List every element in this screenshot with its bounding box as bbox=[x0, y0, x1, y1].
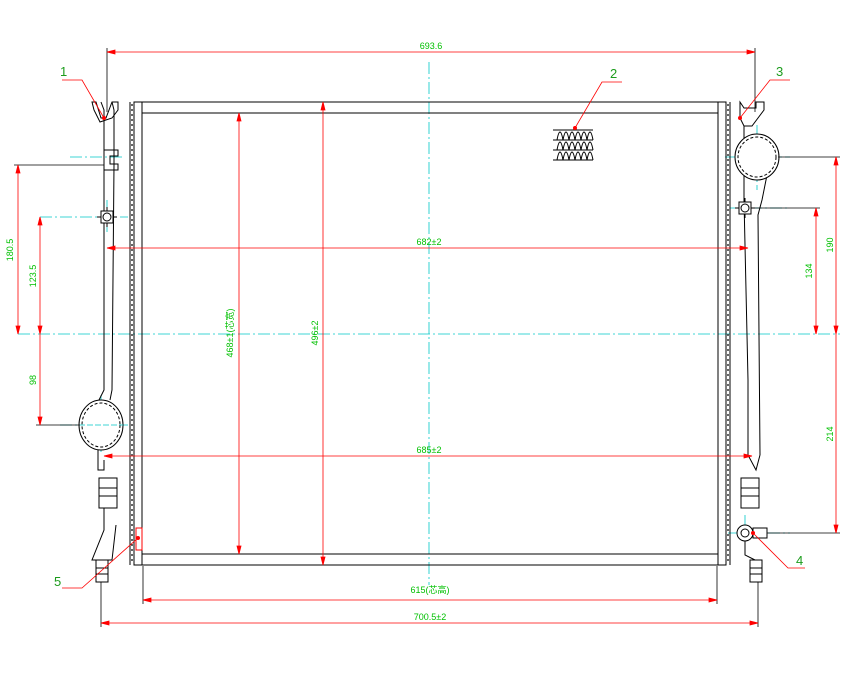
dim-right-mount-offset: 134 bbox=[804, 263, 814, 278]
dim-top-overall: 693.6 bbox=[420, 41, 443, 51]
leader-3 bbox=[739, 79, 790, 119]
centerlines bbox=[18, 62, 840, 585]
dim-left-bottom-offset: 98 bbox=[28, 375, 38, 385]
right-hose-nozzle bbox=[734, 133, 780, 181]
radiator-body bbox=[129, 101, 731, 566]
dim-left-mount-offset: 123.5 bbox=[28, 265, 38, 288]
callout-3: 3 bbox=[776, 64, 783, 79]
core-outer-frame bbox=[133, 101, 727, 566]
dim-core-height: 468±1(芯宽) bbox=[224, 309, 235, 358]
leader-2 bbox=[574, 81, 622, 129]
dimension-lines bbox=[14, 48, 840, 627]
dim-right-top-offset: 190 bbox=[825, 237, 835, 252]
callout-5: 5 bbox=[54, 574, 61, 589]
left-hose-nozzle bbox=[78, 399, 124, 451]
dim-bottom-overall: 700.5±2 bbox=[414, 612, 446, 622]
left-mount-pin bbox=[97, 207, 117, 227]
dim-tank-height: 496±2 bbox=[310, 321, 320, 346]
dim-upper-width: 682±2 bbox=[417, 237, 442, 247]
drain-plug-5 bbox=[135, 527, 143, 551]
right-tank bbox=[734, 100, 780, 583]
dim-lower-width: 685±2 bbox=[417, 445, 442, 455]
leader-4 bbox=[752, 532, 805, 569]
callout-leaders bbox=[62, 79, 805, 589]
leader-5 bbox=[62, 537, 139, 589]
fin-symbol bbox=[553, 129, 594, 161]
callout-4: 4 bbox=[796, 553, 803, 568]
callout-1: 1 bbox=[60, 64, 67, 79]
right-mount-pin bbox=[735, 198, 755, 218]
dim-core-width: 615(芯高) bbox=[410, 584, 449, 595]
leader-1 bbox=[62, 79, 105, 119]
right-bottom-pin bbox=[749, 559, 763, 583]
crimp-tabs bbox=[131, 104, 729, 563]
dim-right-bottom-offset: 214 bbox=[825, 426, 835, 441]
callout-2: 2 bbox=[610, 66, 617, 81]
left-bottom-pin bbox=[95, 559, 109, 583]
dim-left-top-offset: 180.5 bbox=[5, 239, 15, 262]
